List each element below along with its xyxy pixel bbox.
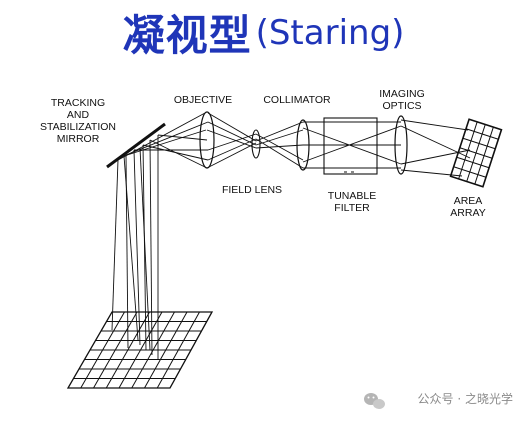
- label-line: STABILIZATION: [39, 121, 117, 133]
- label-line: OPTICS: [382, 100, 422, 112]
- label-imaging-optics: IMAGING OPTICS: [368, 88, 436, 112]
- label-field-lens: FIELD LENS: [221, 184, 283, 196]
- mirror-to-objective-rays: [117, 112, 209, 169]
- objective-to-field-rays: [206, 112, 257, 169]
- imaging-optics-lens: [394, 115, 408, 175]
- label-tunable-filter: TUNABLE FILTER: [320, 190, 384, 214]
- label-line: AND: [66, 109, 90, 121]
- label-line: FILTER: [334, 202, 370, 214]
- tracking-mirror: [106, 122, 166, 169]
- ground-rays: [111, 135, 159, 360]
- collimated-rays: [302, 121, 402, 169]
- label-line: IMAGING: [379, 88, 425, 100]
- label-tracking-mirror: TRACKING AND STABILIZATION MIRROR: [32, 97, 124, 145]
- label-line: AREA: [453, 195, 483, 207]
- ground-scene-grid: [66, 311, 214, 389]
- label-line: MIRROR: [56, 133, 100, 145]
- area-array-detector: [449, 118, 503, 188]
- field-to-collimator-rays: [255, 121, 304, 169]
- label-area-array: AREA ARRAY: [442, 195, 494, 219]
- label-line: TRACKING: [50, 97, 106, 109]
- label-line: ARRAY: [450, 207, 486, 219]
- label-objective: OBJECTIVE: [173, 94, 233, 106]
- wechat-icon: [364, 393, 385, 409]
- title-chinese: 凝视型: [122, 11, 252, 60]
- watermark: 公众号 · 之晓光学: [418, 390, 513, 407]
- title-english: (Staring): [255, 12, 405, 53]
- label-line: TUNABLE: [327, 190, 377, 202]
- watermark-text: 公众号 · 之晓光学: [417, 392, 513, 406]
- page-title: 凝视型(Staring): [0, 2, 527, 63]
- label-collimator: COLLIMATOR: [263, 94, 331, 106]
- tunable-filter: [323, 117, 378, 175]
